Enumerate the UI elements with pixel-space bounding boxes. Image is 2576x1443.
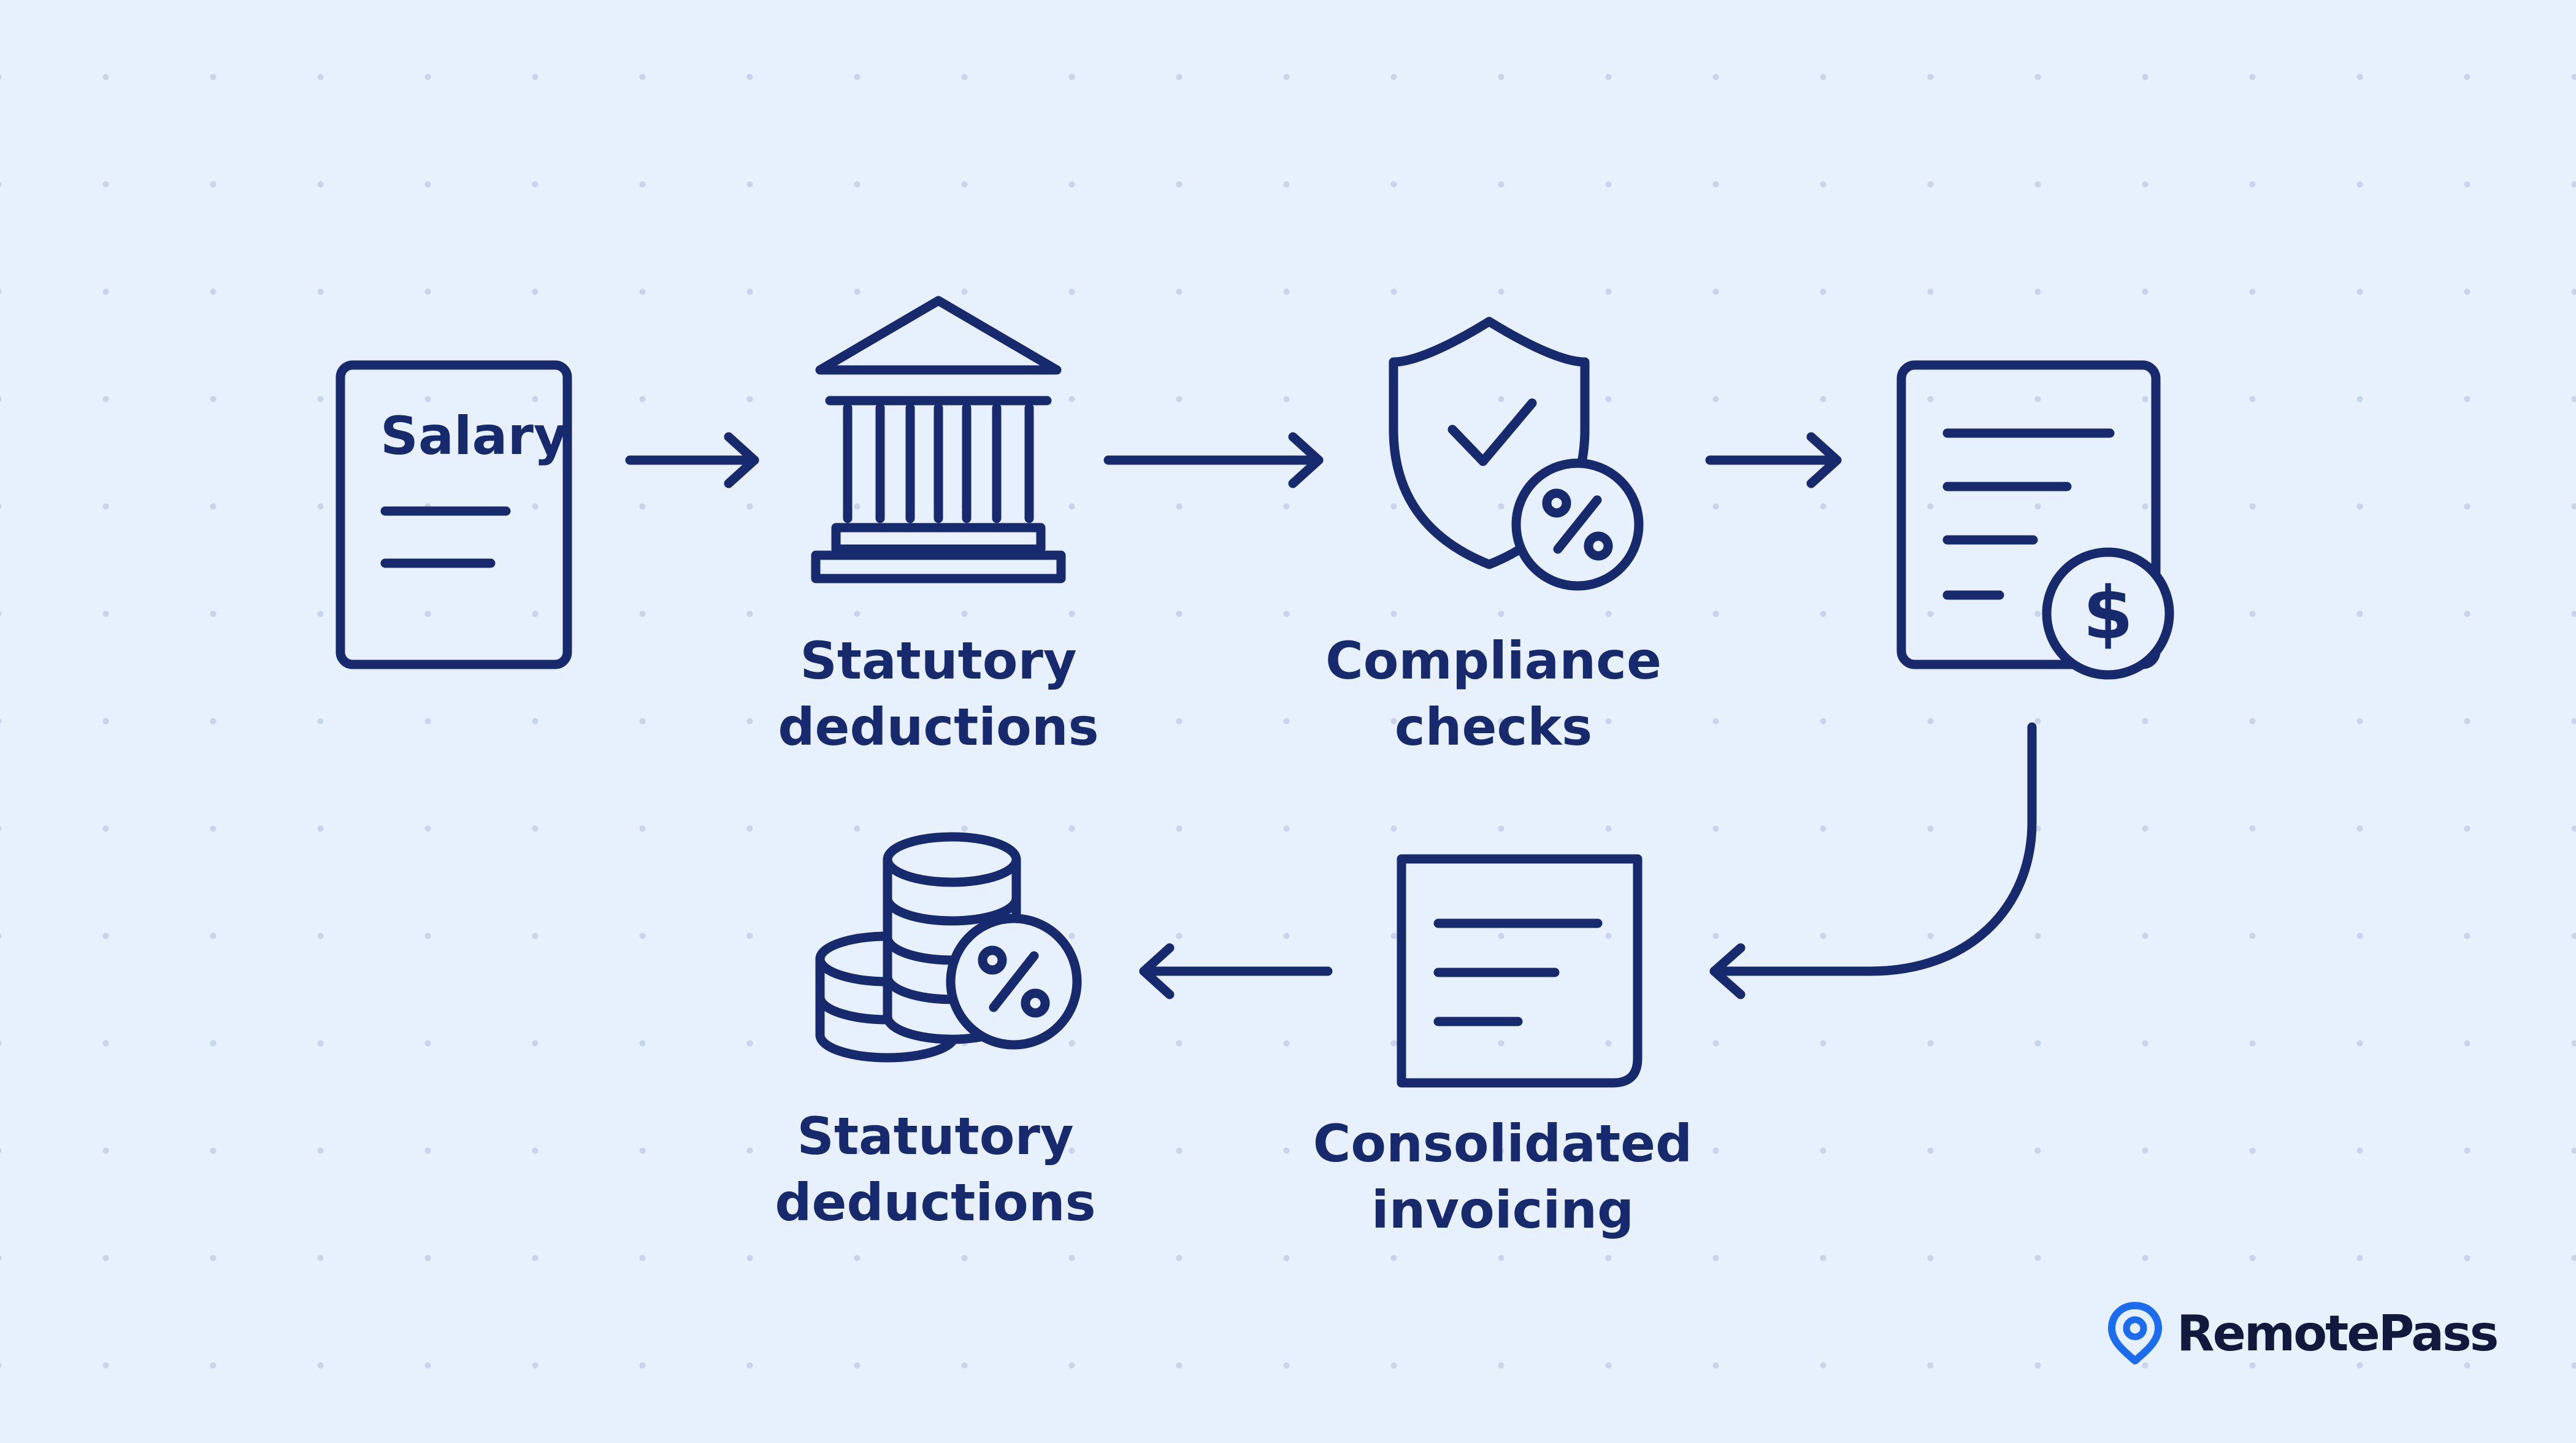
shield-check-percent-icon	[1389, 317, 1644, 591]
label-line: Compliance	[1325, 631, 1662, 691]
arrow-consolidated-to-final	[1139, 943, 1333, 999]
brand-name: RemotePass	[2177, 1304, 2499, 1362]
bank-building-icon	[811, 296, 1066, 583]
arrow-invoice-to-consolidated	[1709, 722, 2037, 999]
arrow-compliance-to-invoice	[1705, 432, 1842, 488]
invoice-dollar-icon: $	[1896, 360, 2174, 680]
label-line: deductions	[778, 697, 1099, 757]
label-line: deductions	[775, 1172, 1096, 1233]
arrow-salary-to-statutory	[625, 432, 759, 488]
label-line: Statutory	[800, 631, 1077, 691]
dollar-sign-glyph: $	[2083, 571, 2133, 655]
label-line: checks	[1394, 697, 1593, 757]
brand-logo: RemotePass	[2107, 1299, 2499, 1367]
label-line: Consolidated	[1313, 1114, 1693, 1174]
location-pin-icon	[2108, 1302, 2162, 1364]
salary-icon-text: Salary	[380, 406, 568, 467]
label-line: invoicing	[1371, 1180, 1635, 1240]
label-statutory-deductions: Statutory deductions	[724, 628, 1153, 760]
label-consolidated-invoicing: Consolidated invoicing	[1288, 1110, 1717, 1243]
label-line: Statutory	[797, 1106, 1074, 1166]
label-compliance-checks: Compliance checks	[1279, 628, 1708, 760]
label-statutory-deductions-final: Statutory deductions	[721, 1103, 1150, 1236]
document-lines-icon	[1397, 854, 1643, 1088]
salary-document-icon: Salary	[335, 360, 572, 669]
arrow-statutory-to-compliance	[1103, 432, 1324, 488]
coins-percent-icon	[815, 832, 1082, 1063]
